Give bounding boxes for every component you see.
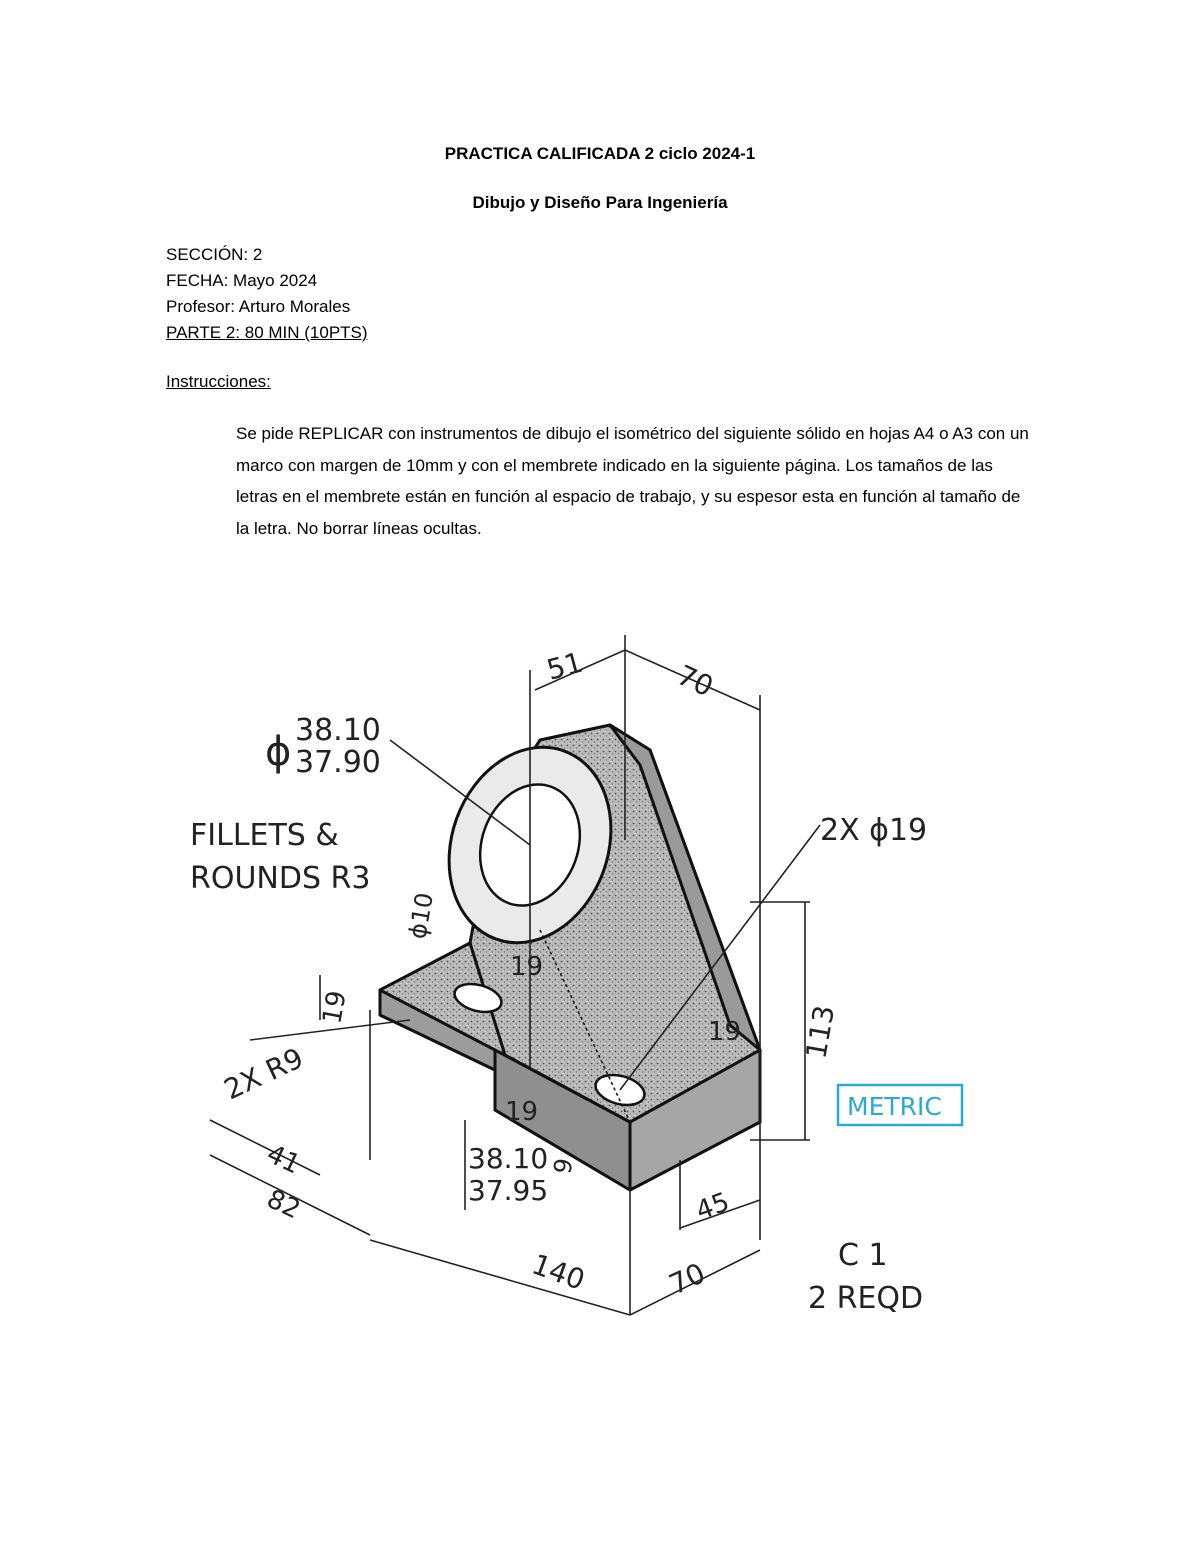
- page-title: PRACTICA CALIFICADA 2 ciclo 2024-1: [444, 144, 756, 163]
- part-id: C 1: [838, 1238, 888, 1273]
- exam-meta: SECCIÓN: 2 FECHA: Mayo 2024 Profesor: Ar…: [166, 242, 368, 346]
- dim-phi-upper: 38.10: [295, 713, 381, 748]
- dim-82: 82: [262, 1184, 305, 1225]
- dim-19-d: 19: [505, 1097, 538, 1127]
- dim-bottom-lower: 37.95: [468, 1174, 548, 1207]
- dim-41: 41: [262, 1139, 305, 1180]
- part-line: PARTE 2: 80 MIN (10PTS): [166, 323, 368, 342]
- metric-box: [836, 1083, 964, 1127]
- course-title: Dibujo y Diseño Para Ingeniería: [472, 193, 728, 212]
- isometric-drawing: ϕ 38.10 37.90 FILLETS & ROUNDS R3 51 70 …: [190, 635, 964, 1316]
- holes-callout: 2X ϕ19: [820, 813, 927, 848]
- section-line: SECCIÓN: 2: [166, 245, 263, 264]
- instructions-heading: Instrucciones:: [166, 372, 271, 391]
- part-body: [378, 723, 762, 1192]
- fillets-note-line1: FILLETS &: [190, 818, 339, 853]
- dim-45: 45: [692, 1187, 733, 1227]
- fillets-note-line2: ROUNDS R3: [190, 861, 370, 896]
- dim-phi-lower: 37.90: [295, 745, 381, 780]
- dim-140: 140: [528, 1248, 590, 1297]
- dim-bottom-upper: 38.10: [468, 1142, 548, 1175]
- dim-51: 51: [543, 646, 586, 687]
- metric-label: METRIC: [847, 1092, 942, 1121]
- professor-line: Profesor: Arturo Morales: [166, 297, 351, 316]
- radius-callout: 2X R9: [219, 1041, 308, 1106]
- dim-19-a: 19: [510, 952, 543, 982]
- dim-10: ϕ10: [403, 891, 439, 942]
- phi-symbol: ϕ: [265, 729, 291, 775]
- instructions-body: Se pide REPLICAR con instrumentos de dib…: [236, 424, 1029, 538]
- dim-19-b: 19: [317, 988, 352, 1026]
- dim-70-top: 70: [672, 658, 718, 703]
- dim-9: 9: [548, 1156, 578, 1176]
- dimension-lines: [209, 635, 821, 1316]
- dim-19-c: 19: [708, 1017, 741, 1047]
- quantity-note: 2 REQD: [808, 1281, 923, 1316]
- date-line: FECHA: Mayo 2024: [166, 271, 318, 290]
